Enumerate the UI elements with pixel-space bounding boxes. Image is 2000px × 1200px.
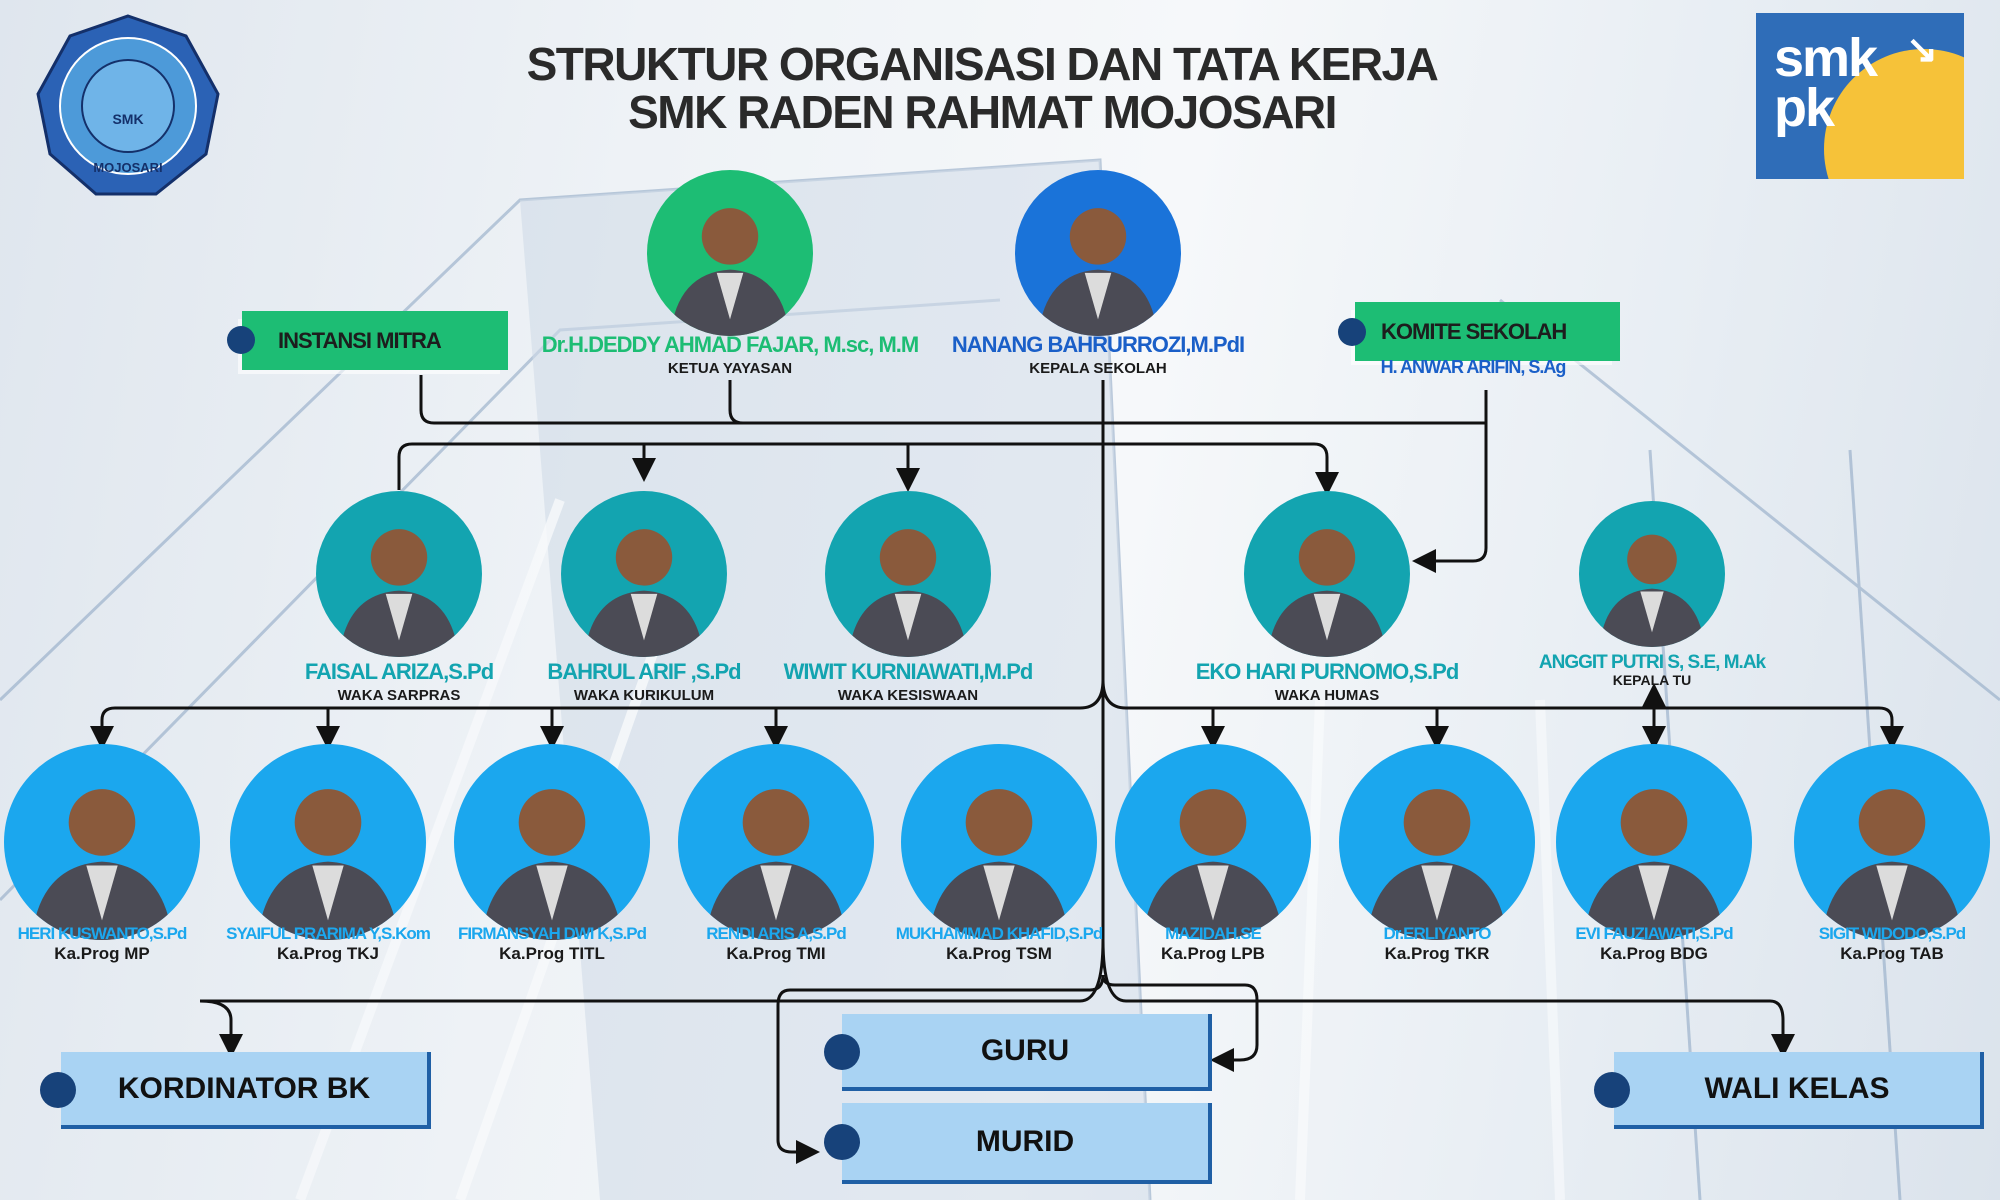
person-role: WAKA HUMAS [1274,687,1380,704]
smkpk-logo: smk pk ↘ [1756,13,1964,179]
person-role: Ka.Prog TAB [1840,944,1944,963]
person-role: Ka.Prog TMI [726,944,826,963]
person-name: WIWIT KURNIAWATI,M.Pd [783,659,1034,684]
person-name: MUKHAMMAD KHAFID,S.Pd [895,924,1104,943]
person-role: Ka.Prog TKJ [276,944,380,963]
svg-text:SMK: SMK [112,111,143,127]
person-photo [825,491,991,657]
guru-label: GURU [980,1033,1070,1067]
person-name: BAHRUL ARIF ,S.Pd [547,659,741,684]
person-name: EKO HARI PURNOMO,S.Pd [1195,659,1460,684]
person-photo [901,744,1097,940]
person-name: RENDI ARIS A,S.Pd [706,924,846,943]
person-name: Dr.H.DEDDY AHMAD FAJAR, M.sc, M.M [541,332,919,357]
person-name: FIRMANSYAH DWI K,S.Pd [457,924,647,943]
logo-text-pk: pk [1774,78,1835,138]
person-photo [316,491,482,657]
murid-box: MURID [842,1103,1212,1184]
person-role: Ka.Prog TKR [1384,944,1490,963]
person-name: FAISAL ARIZA,S.Pd [304,659,494,684]
person-name: NANANG BAHRURROZI,M.PdI [951,332,1245,357]
person-photo [1339,744,1535,940]
bullet-dot [824,1034,860,1070]
instansi-mitra-label: INSTANSI MITRA [278,327,442,353]
person-photo [561,491,727,657]
person-role: Ka.Prog LPB [1161,944,1265,963]
bullet-dot [40,1072,76,1108]
page-title-line1: STRUKTUR ORGANISASI DAN TATA KERJA [526,38,1439,90]
komite-sekolah-box: KOMITE SEKOLAH [1355,302,1620,361]
person-photo [1115,744,1311,940]
murid-label: MURID [975,1124,1075,1158]
wali-kelas-box: WALI KELAS [1614,1052,1984,1129]
person-role: KEPALA TU [1612,672,1692,688]
person-photo [1556,744,1752,940]
person-photo [1579,501,1725,647]
person-name: ANGGIT PUTRI S, S.E, M.Ak [1538,652,1766,673]
kordinator-bk-box: KORDINATOR BK [61,1052,431,1129]
bullet-dot [1338,318,1366,346]
person-photo [1015,170,1181,336]
person-name: EVI FAUZIAWATI,S.Pd [1575,924,1733,943]
person-name: SIGIT WIDODO,S.Pd [1818,924,1966,943]
person-name: HERI KUSWANTO,S.Pd [17,924,188,943]
person-role: Ka.Prog BDG [1600,944,1708,963]
person-role: Ka.Prog MP [54,944,150,963]
person-role: WAKA KURIKULUM [573,687,715,704]
person-name: SYAIFUL PRARIMA Y,S.Kom [226,924,431,943]
person-photo [230,744,426,940]
komite-sekolah-label: KOMITE SEKOLAH [1381,318,1567,344]
person-photo [4,744,200,940]
person-role: KEPALA SEKOLAH [1029,360,1167,377]
person-photo [647,170,813,336]
logo-text-smk: smk [1774,28,1878,88]
guru-box: GURU [842,1014,1212,1091]
person-photo [1244,491,1410,657]
page-title-line2: SMK RADEN RAHMAT MOJOSARI [628,86,1337,138]
person-role: Ka.Prog TSM [946,944,1052,963]
svg-text:MOJOSARI: MOJOSARI [93,160,162,175]
person-role: KETUA YAYASAN [667,360,793,377]
person-photo [1794,744,1990,940]
bullet-dot [227,326,255,354]
kordinator-bk-label: KORDINATOR BK [117,1071,371,1105]
person-name: MAZIDAH.SE [1165,924,1262,943]
arrow-icon: ↘ [1906,29,1938,71]
person-role: WAKA SARPRAS [337,687,461,704]
person-role: Ka.Prog TITL [499,944,605,963]
person-role: WAKA KESISWAAN [837,687,979,704]
school-logo: SMK MOJOSARI [36,14,220,198]
bullet-dot [1594,1072,1630,1108]
bullet-dot [824,1124,860,1160]
komite-name: H. ANWAR ARIFIN, S.Ag [1380,357,1567,377]
person-name: Dr.ERLIYANTO [1383,924,1491,943]
wali-kelas-label: WALI KELAS [1704,1071,1890,1105]
person-photo [678,744,874,940]
person-photo [454,744,650,940]
instansi-mitra-box: INSTANSI MITRA [242,311,508,370]
